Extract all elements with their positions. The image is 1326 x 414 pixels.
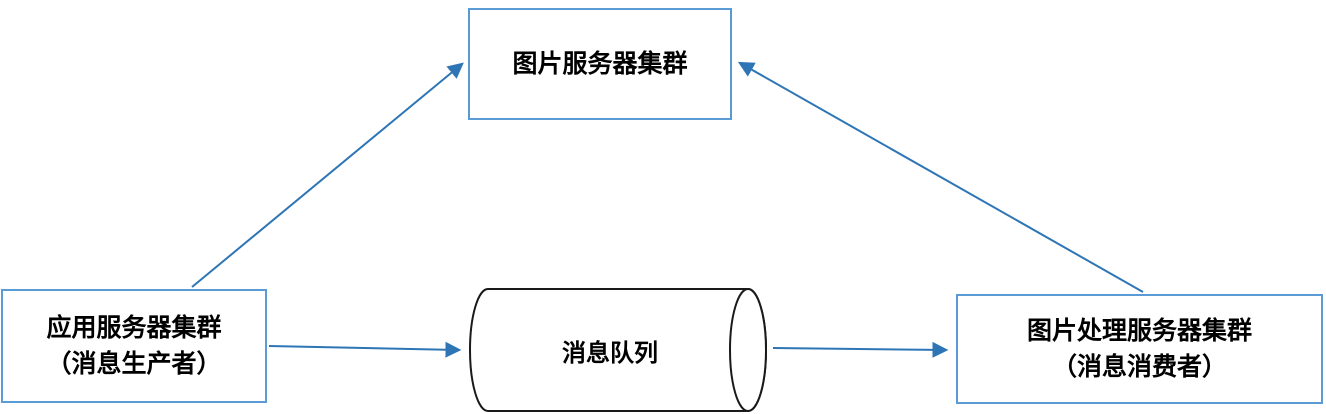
node-app-server-cluster: 应用服务器集群 （消息生产者） xyxy=(1,289,267,403)
node-app-server-label-line2: （消息生产者） xyxy=(46,350,222,378)
message-queue-cylinder-shape xyxy=(469,288,767,412)
arrow-app-server-to-image-server xyxy=(191,62,464,288)
node-image-processing-cluster: 图片处理服务器集群 （消息消费者） xyxy=(956,294,1323,404)
node-image-processing-label-line2: （消息消费者） xyxy=(1051,353,1227,381)
arrow-app-server-to-message-queue xyxy=(268,341,462,358)
arrow-message-queue-to-image-processor xyxy=(772,341,949,358)
node-app-server-label-line1: 应用服务器集群 xyxy=(46,313,222,342)
node-image-processing-label-line1: 图片处理服务器集群 xyxy=(1026,316,1252,345)
arrow-image-processor-to-image-server xyxy=(737,61,1144,293)
cylinder-body xyxy=(469,288,767,412)
cylinder-end-cap xyxy=(729,288,767,412)
node-image-server-label: 图片服务器集群 xyxy=(512,49,688,78)
node-image-server-cluster: 图片服务器集群 xyxy=(468,8,732,120)
